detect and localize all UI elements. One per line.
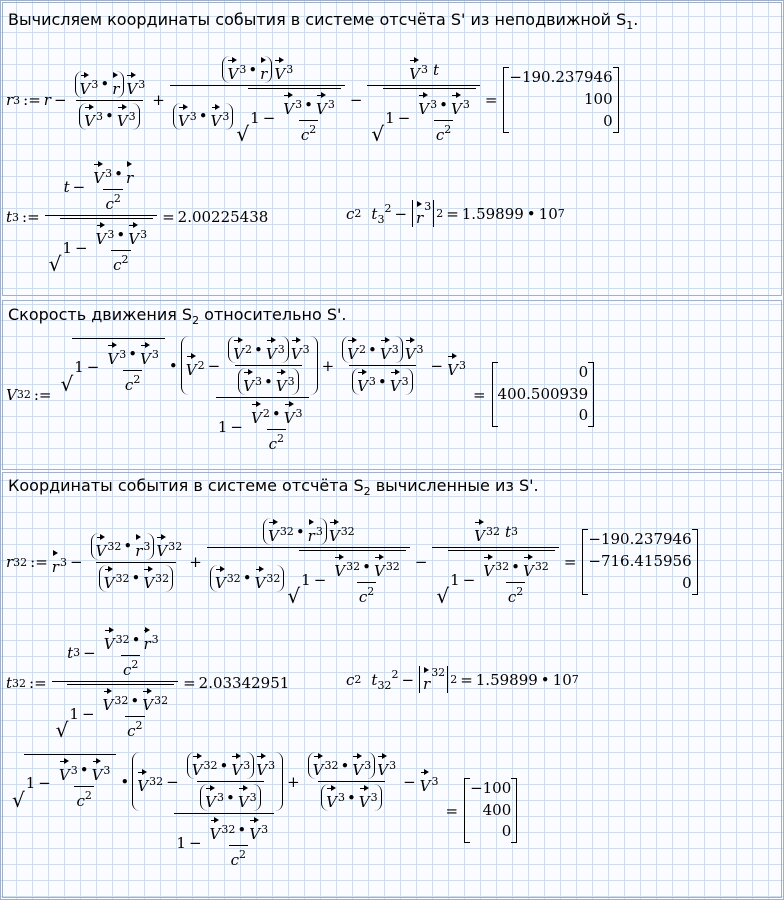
heading-s2-velocity: Скорость движения S2 относительно S'.	[8, 305, 347, 327]
heading-s2-coordinates: Координаты события в системе отсчёта S2 …	[8, 476, 539, 498]
heading-s-prime-coordinates: Вычисляем координаты события в системе о…	[8, 10, 639, 32]
region-1-border	[2, 2, 782, 296]
t3-result: 2.00225438	[177, 208, 269, 226]
region-3-border	[2, 472, 782, 898]
region-2-border	[2, 300, 782, 470]
t32-result: 2.03342951	[198, 674, 290, 692]
